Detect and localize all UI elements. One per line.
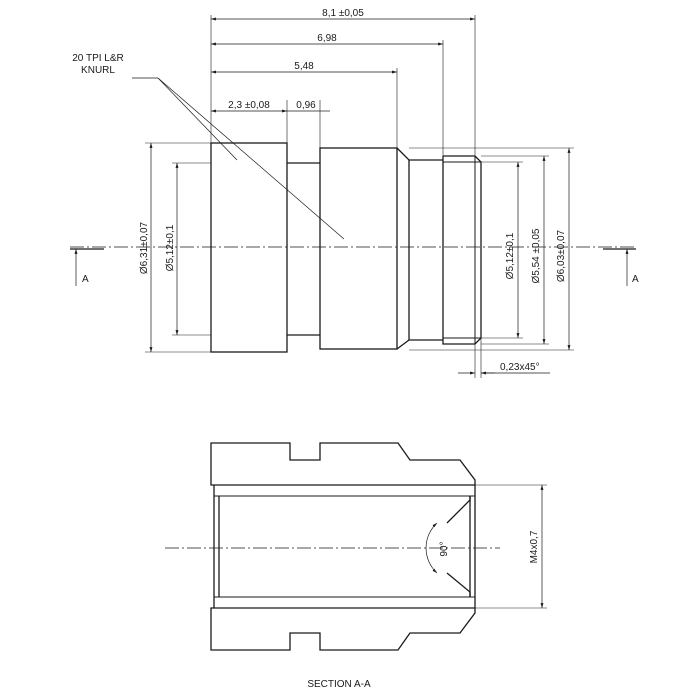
dia-bore-left-label: Ø5,12±0,1: [165, 224, 176, 271]
overall-length-label: 8,1 ±0,05: [322, 8, 364, 19]
length-698-label: 6,98: [317, 33, 337, 44]
cone-angle-arc: [425, 522, 438, 574]
dia-bore-right-label: Ø5,12±0,1: [505, 232, 516, 279]
knurl-band-right: [319, 147, 398, 350]
chamfer-label: 0,23x45°: [500, 362, 540, 373]
knurl-note-line2: KNURL: [81, 65, 115, 76]
cone-angle-label: 90°: [439, 541, 450, 556]
section-title: SECTION A-A: [307, 679, 371, 690]
knurl-leader-1: [157, 77, 238, 161]
dia-tip-label: Ø6,03±0,07: [556, 229, 567, 282]
knurl-leader-2: [157, 77, 345, 240]
dia-outer-label: Ø6,31±0,07: [139, 221, 150, 274]
knurl-note-line1: 20 TPI L&R: [72, 53, 124, 64]
thread-label: M4x0,7: [529, 530, 540, 563]
section-top-wall: [210, 442, 476, 486]
knurl-width-label: 2,3 ±0,08: [228, 100, 270, 111]
section-marker-right: A: [632, 274, 639, 285]
front-view: 8,1 ±0,05 6,98 5,48 2,3 ±0,08 0,96 20 TP…: [70, 8, 639, 378]
section-marker-left: A: [82, 274, 89, 285]
section-bottom-wall: [210, 607, 476, 651]
thread-band-bottom: [213, 596, 476, 609]
section-view: 90° M4x0,7 SECTION A-A: [165, 442, 547, 690]
dia-step-label: Ø5,54 ±0,05: [531, 228, 542, 283]
knurl-band-left: [210, 142, 288, 353]
length-548-label: 5,48: [294, 61, 314, 72]
thread-band-top: [213, 484, 476, 497]
groove-width-label: 0,96: [296, 100, 316, 111]
